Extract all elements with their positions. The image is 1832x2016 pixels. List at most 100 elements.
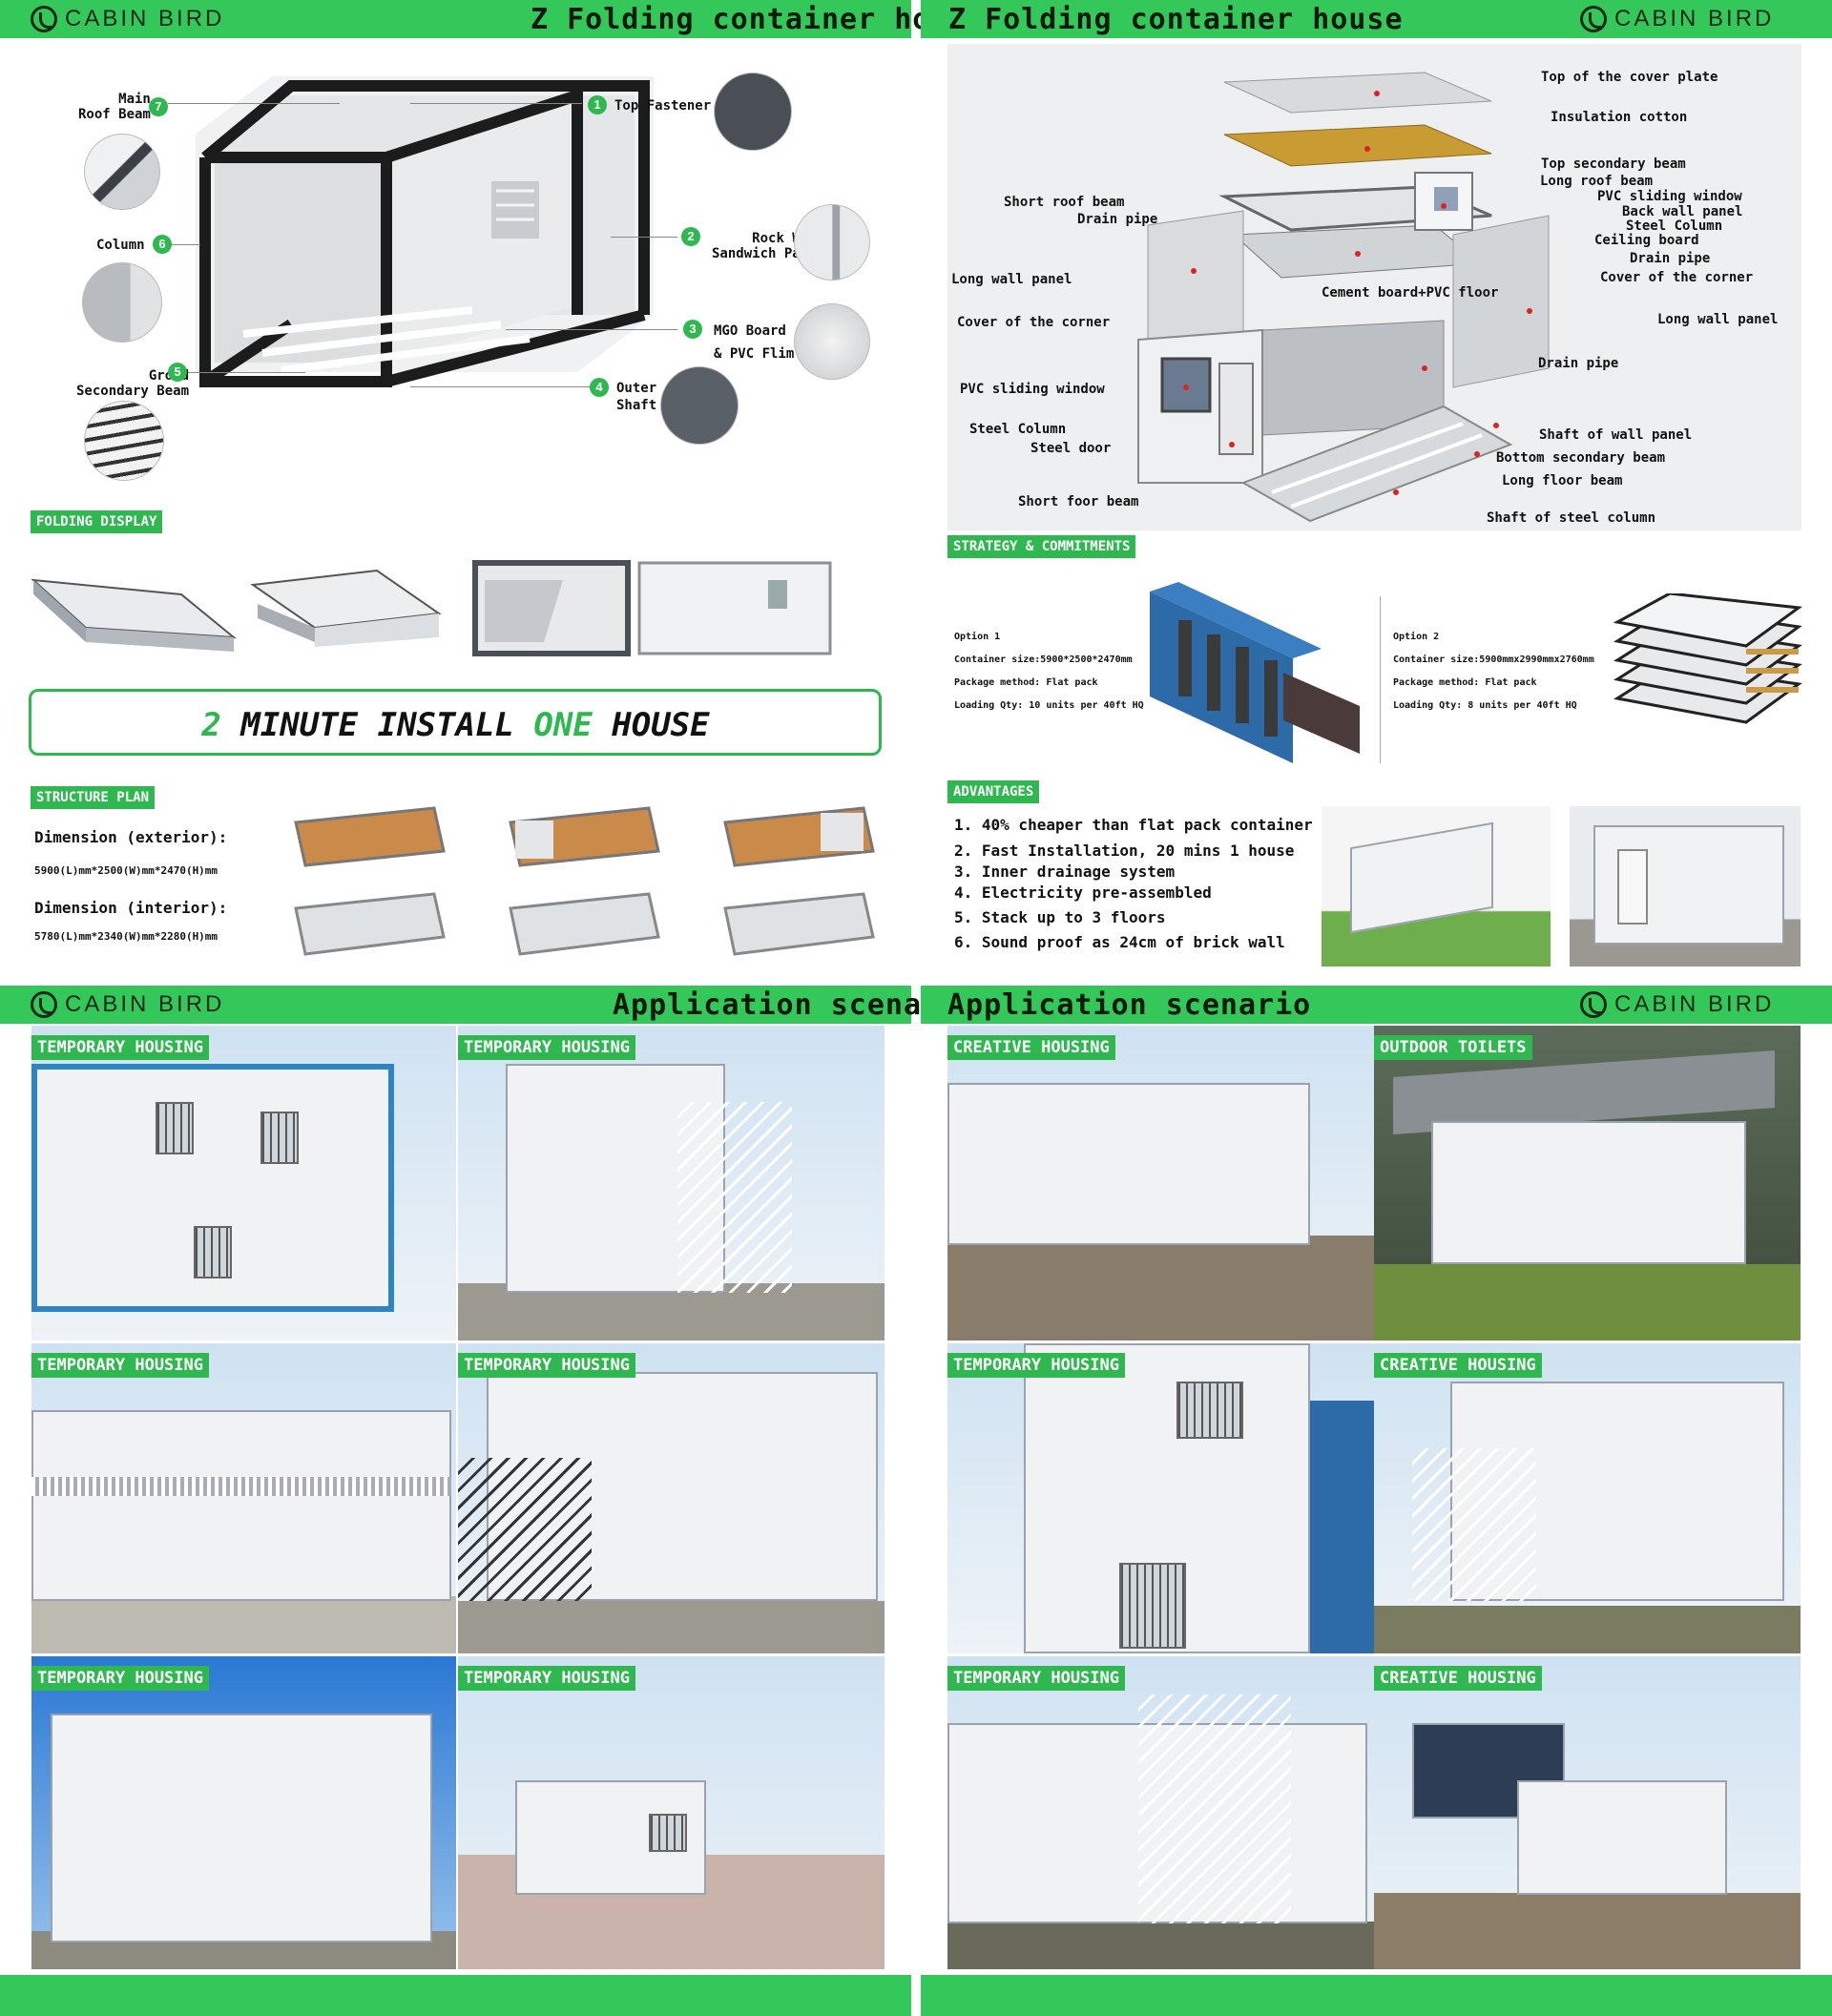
option2-package: Package method: Flat pack — [1393, 677, 1537, 688]
brand-name: CABIN BIRD — [1614, 991, 1775, 1017]
label-cover-corner: Cover of the corner — [1600, 270, 1754, 285]
bird-logo-icon — [31, 6, 57, 32]
label-short-floor-beam: Short foor beam — [1018, 494, 1139, 509]
detail-photo-roof-beam — [84, 134, 160, 210]
page-title: Z Folding container house — [531, 3, 986, 36]
page-title-right: Z Folding container house — [948, 3, 1404, 36]
install-banner — [29, 689, 882, 756]
exploded-container-diagram — [1137, 72, 1550, 523]
option1-title: Option 1 — [954, 632, 1001, 642]
bird-logo-icon — [1580, 6, 1607, 32]
dimension-interior-value: 5780(L)mm*2340(W)mm*2280(H)mm — [34, 930, 219, 943]
label-shaft-wall-panel: Shaft of wall panel — [1539, 427, 1693, 443]
advantage-item: 3. Inner drainage system — [954, 863, 1176, 881]
callout-label-main-roof-beam: Main Roof Beam — [78, 92, 151, 122]
folding-display-tag: FOLDING DISPLAY — [31, 510, 163, 533]
callout-line — [168, 103, 340, 104]
section-title: Application scenario — [613, 988, 977, 1022]
callout-label-column: Column — [96, 238, 145, 253]
option2-stacked-image — [1613, 593, 1803, 724]
dimension-exterior-label: Dimension (exterior): — [34, 828, 228, 846]
callout-label-top-fastener: Top Fastener — [614, 98, 712, 114]
install-banner-text: 2 MINUTE INSTALL ONE HOUSE — [0, 706, 911, 744]
bird-logo-icon — [31, 991, 57, 1018]
label-steel-door: Steel door — [1030, 441, 1112, 456]
callout-number: 7 — [149, 97, 168, 116]
folding-display-images — [31, 560, 832, 656]
scenario-photo: OUTDOOR TOILETS — [1374, 1026, 1801, 1341]
bird-logo-icon — [1580, 991, 1607, 1018]
install-highlight: ONE — [533, 706, 593, 744]
footer-bar-right — [921, 1975, 1832, 2016]
callout-label-mgo-board: MGO Board & PVC Flim — [714, 323, 795, 362]
label-short-roof-beam: Short roof beam — [1004, 195, 1125, 210]
scenario-tag: CREATIVE HOUSING — [947, 1035, 1115, 1060]
dimension-exterior-value: 5900(L)mm*2500(W)mm*2470(H)mm — [34, 864, 219, 877]
label-long-wall-panel: Long wall panel — [1657, 312, 1779, 327]
advantage-item: 4. Electricity pre-assembled — [954, 883, 1212, 902]
scenario-photo: TEMPORARY HOUSING — [458, 1026, 885, 1341]
callout-number: 1 — [588, 95, 607, 114]
scenario-tag: CREATIVE HOUSING — [1374, 1353, 1542, 1378]
brand-logo: CABIN BIRD — [1580, 6, 1774, 32]
label-pvc-sliding-window: PVC sliding window — [1597, 189, 1742, 204]
option-divider — [1380, 596, 1381, 763]
advantage-item: 2. Fast Installation, 20 mins 1 house — [954, 842, 1295, 860]
callout-number: 6 — [153, 235, 172, 254]
option1-container-image — [1150, 582, 1360, 763]
brand-logo: CABIN BIRD — [1580, 991, 1774, 1018]
advantage-item: 1. 40% cheaper than flat pack container — [954, 816, 1313, 834]
option2-size: Container size:5900mmx2990mmx2760mm — [1393, 655, 1594, 665]
label-drain-pipe-left: Drain pipe — [1077, 212, 1158, 227]
detail-photo-column — [82, 262, 162, 343]
callout-line — [410, 386, 592, 387]
callout-number: 2 — [681, 227, 700, 246]
label-long-roof-beam: Long roof beam — [1540, 174, 1654, 189]
callout-line — [172, 372, 305, 373]
install-text-end: HOUSE — [592, 706, 710, 744]
scenario-photo: TEMPORARY HOUSING — [458, 1343, 885, 1653]
scenario-photo: CREATIVE HOUSING — [1374, 1656, 1801, 1969]
scenario-tag: TEMPORARY HOUSING — [31, 1353, 209, 1378]
scenario-photo: TEMPORARY HOUSING — [31, 1343, 456, 1653]
option2-title: Option 2 — [1393, 632, 1440, 642]
header-bar-bottom-right — [921, 986, 1832, 1024]
scenario-tag: TEMPORARY HOUSING — [947, 1353, 1125, 1378]
container-frame-diagram — [196, 76, 654, 387]
brand-name: CABIN BIRD — [65, 991, 225, 1017]
scenario-photo: CREATIVE HOUSING — [947, 1026, 1374, 1341]
scenario-photo: CREATIVE HOUSING — [1374, 1343, 1801, 1653]
advantages-tag: ADVANTAGES — [947, 780, 1040, 803]
advantage-item: 6. Sound proof as 24cm of brick wall — [954, 933, 1285, 951]
label-shaft-steel-column: Shaft of steel column — [1487, 510, 1656, 526]
detail-photo-top-fastener — [714, 73, 792, 151]
structure-plan-images — [294, 806, 875, 956]
brand-name: CABIN BIRD — [1614, 6, 1775, 31]
label-drain-pipe: Drain pipe — [1538, 356, 1619, 371]
scenario-tag: TEMPORARY HOUSING — [458, 1035, 635, 1060]
scenario-tag: TEMPORARY HOUSING — [458, 1353, 635, 1378]
advantage-item: 5. Stack up to 3 floors — [954, 908, 1166, 926]
label-top-secondary-beam: Top secondary beam — [1541, 156, 1686, 172]
section-title-right: Application scenario — [947, 988, 1312, 1022]
structure-plan-tag: STRUCTURE PLAN — [31, 786, 156, 809]
brand-logo: CABIN BIRD — [31, 6, 224, 32]
label-top-cover-plate: Top of the cover plate — [1541, 70, 1718, 85]
label-steel-column-left: Steel Column — [969, 422, 1067, 437]
callout-label-outer-shaft: Outer Shaft — [616, 381, 657, 413]
scenario-photo: TEMPORARY HOUSING — [458, 1656, 885, 1969]
callout-number: 4 — [590, 378, 609, 397]
label-cement-board-floor: Cement board+PVC floor — [1322, 285, 1499, 301]
label-insulation-cotton: Insulation cotton — [1551, 110, 1688, 125]
header-bar-top-right — [921, 0, 1832, 38]
callout-number: 5 — [168, 363, 187, 382]
option2-loading: Loading Qty: 8 units per 40ft HQ — [1393, 700, 1577, 711]
scenario-photo: TEMPORARY HOUSING — [947, 1343, 1374, 1653]
scenario-tag: CREATIVE HOUSING — [1374, 1666, 1542, 1691]
advantage-photo-installed — [1570, 806, 1801, 966]
label-drain-pipe: Drain pipe — [1630, 251, 1711, 266]
brand-name: CABIN BIRD — [65, 6, 225, 31]
install-number: 2 — [201, 706, 241, 744]
footer-bar-left — [0, 1975, 911, 2016]
option1-package: Package method: Flat pack — [954, 677, 1098, 688]
